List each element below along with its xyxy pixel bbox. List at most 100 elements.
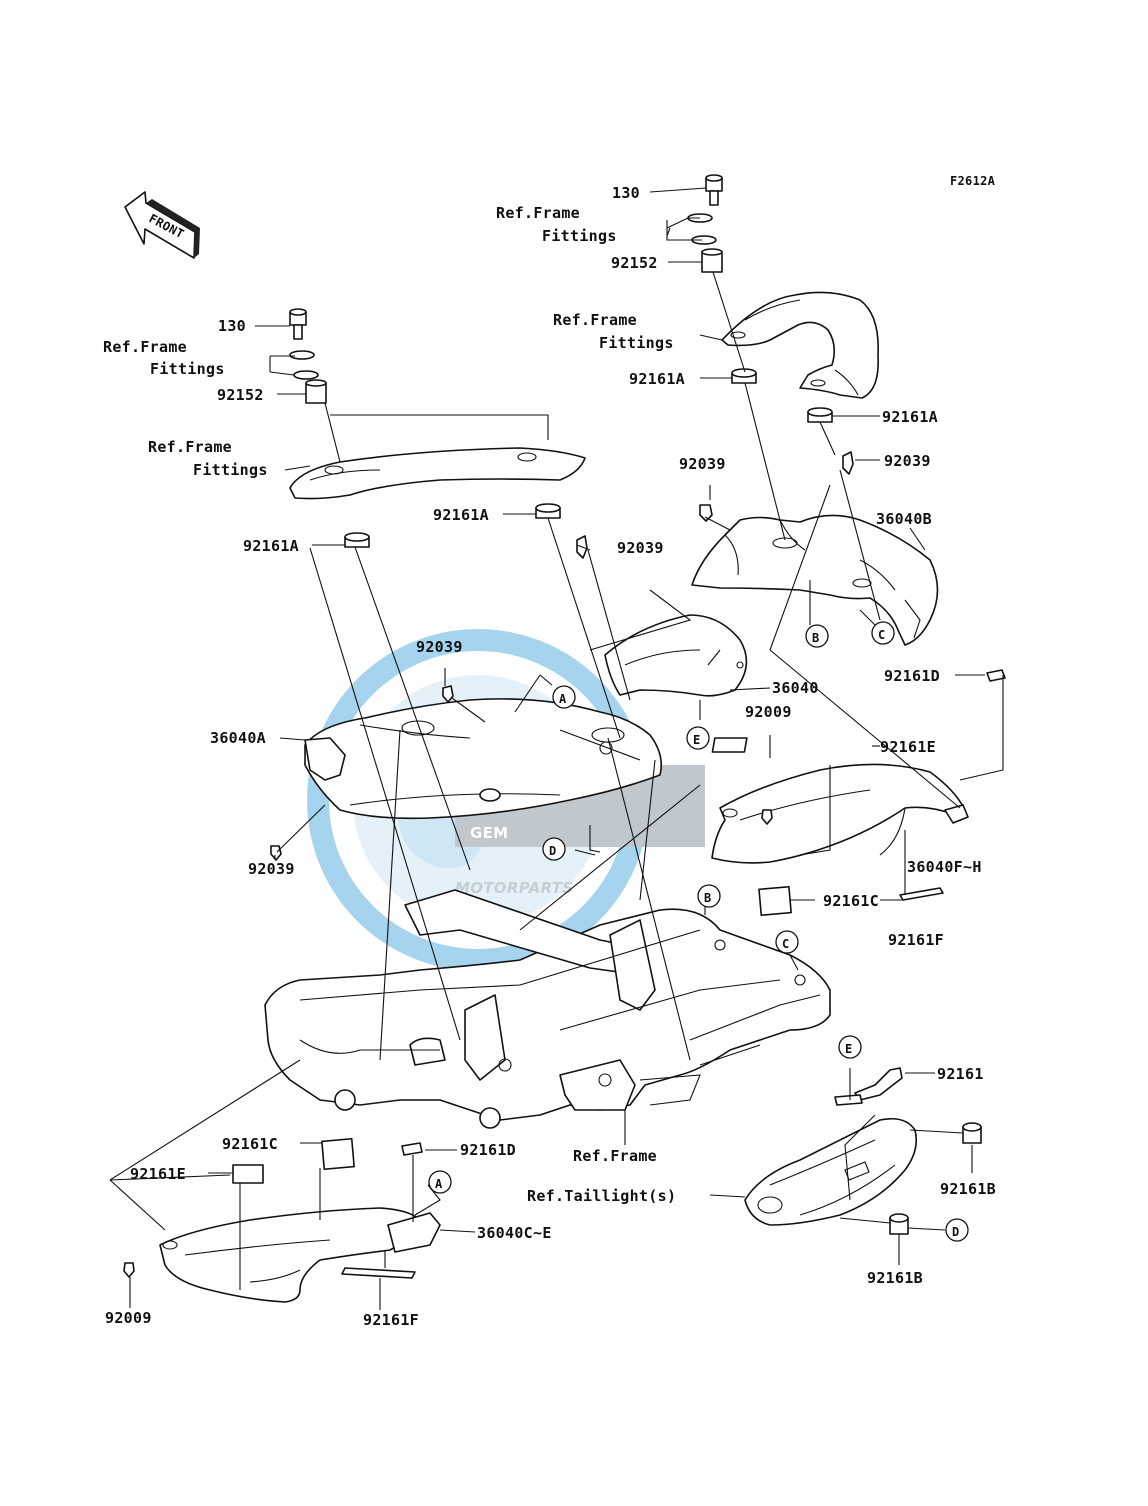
label-ref-frame: Ref.Frame	[148, 438, 232, 456]
label-fittings: Fittings	[193, 461, 268, 479]
label-36040a: 36040A	[210, 729, 266, 747]
label-fittings: Fittings	[599, 334, 674, 352]
svg-text:B: B	[812, 631, 820, 645]
washer-icon	[289, 350, 315, 360]
grommet-92161b-1[interactable]	[962, 1122, 982, 1144]
callout-b-2: B	[697, 884, 721, 908]
bolt-130-left[interactable]	[289, 308, 307, 340]
label-92161d: 92161D	[884, 667, 940, 685]
svg-text:D: D	[549, 844, 557, 858]
sticker-92161d-icon	[401, 1142, 423, 1156]
sticker-92161e-icon	[232, 1164, 264, 1184]
rear-frame	[264, 889, 831, 1129]
grommet-92161a-right-2[interactable]	[807, 407, 833, 423]
callout-c-1: C	[871, 621, 895, 645]
svg-text:A: A	[435, 1177, 443, 1191]
screw-92009-icon[interactable]	[123, 1262, 135, 1278]
label-92161a: 92161A	[243, 537, 299, 555]
label-92039: 92039	[248, 860, 295, 878]
diagram-code: F2612A	[950, 174, 996, 188]
svg-text:B: B	[704, 891, 712, 905]
label-ref-frame: Ref.Frame	[496, 204, 580, 222]
clip-92039-icon[interactable]	[842, 451, 854, 475]
label-36040b: 36040B	[876, 510, 932, 528]
clip-92039-icon[interactable]	[442, 685, 454, 703]
label-92161f: 92161F	[363, 1311, 419, 1329]
grab-rail-left[interactable]	[289, 447, 586, 500]
front-arrow-icon: FRONT	[124, 191, 200, 259]
label-fittings: Fittings	[150, 360, 225, 378]
label-130-right: 130	[612, 184, 640, 202]
label-ref-frame: Ref.Frame	[103, 338, 187, 356]
label-92161a: 92161A	[433, 506, 489, 524]
watermark-subtitle: MOTORPARTS	[455, 879, 573, 897]
callout-d-1: D	[542, 837, 566, 861]
callout-e-1: E	[686, 726, 710, 750]
grommet-92161a-right-1[interactable]	[731, 368, 757, 384]
label-92039: 92039	[617, 539, 664, 557]
label-92161b: 92161B	[867, 1269, 923, 1287]
label-92161c: 92161C	[222, 1135, 278, 1153]
label-92009: 92009	[745, 703, 792, 721]
callout-c-2: C	[775, 930, 799, 954]
sticker-92161c-icon	[321, 1137, 355, 1171]
screw-92009-icon[interactable]	[761, 809, 773, 825]
label-92152: 92152	[611, 254, 658, 272]
label-36040: 36040	[772, 679, 819, 697]
collar-92152-right[interactable]	[701, 248, 723, 273]
label-92161: 92161	[937, 1065, 984, 1083]
callout-d-2: D	[945, 1218, 969, 1242]
callout-b-1: B	[805, 624, 829, 648]
label-92161b: 92161B	[940, 1180, 996, 1198]
label-92152: 92152	[217, 386, 264, 404]
svg-text:C: C	[782, 937, 790, 951]
part-labels: 130 Ref.Frame Fittings 92152 Ref.Frame F…	[103, 184, 996, 1329]
label-ref-frame: Ref.Frame	[573, 1147, 657, 1165]
label-92161c: 92161C	[823, 892, 879, 910]
clip-92039-icon[interactable]	[699, 504, 713, 522]
svg-text:D: D	[952, 1225, 960, 1239]
label-92039: 92039	[884, 452, 931, 470]
label-92161d: 92161D	[460, 1141, 516, 1159]
svg-text:A: A	[559, 692, 567, 706]
cover-36040[interactable]	[604, 614, 748, 697]
taillight-mount[interactable]	[744, 1117, 918, 1226]
callout-a-2: A	[428, 1170, 452, 1194]
grommet-92161a-left-1[interactable]	[344, 532, 370, 548]
grommet-92161b-2[interactable]	[889, 1213, 909, 1235]
side-cover-36040fh[interactable]	[711, 763, 969, 864]
sticker-92161c-icon	[758, 885, 792, 917]
svg-text:E: E	[845, 1042, 853, 1056]
label-92161f: 92161F	[888, 931, 944, 949]
strip-92161f-icon	[341, 1267, 416, 1279]
bolt-130-right[interactable]	[705, 174, 723, 206]
label-fittings: Fittings	[542, 227, 617, 245]
label-ref-taillight: Ref.Taillight(s)	[527, 1187, 676, 1205]
sticker-92161d-icon	[986, 669, 1006, 682]
grab-rail-right[interactable]	[721, 291, 879, 399]
bracket-92161-icon[interactable]	[854, 1067, 903, 1101]
callout-e-2: E	[838, 1035, 862, 1059]
watermark-logo: GEM	[470, 824, 508, 842]
leader-lines	[109, 187, 1004, 1310]
label-36040fh: 36040F~H	[907, 858, 982, 876]
label-36040ce: 36040C~E	[477, 1224, 552, 1242]
grommet-92161a-left-2[interactable]	[535, 503, 561, 519]
label-ref-frame: Ref.Frame	[553, 311, 637, 329]
label-92039: 92039	[416, 638, 463, 656]
label-92161e: 92161E	[880, 738, 936, 756]
sticker-92161e-icon	[711, 737, 748, 753]
strip-92161f-icon	[899, 887, 944, 901]
label-92039: 92039	[679, 455, 726, 473]
seat-cowl-36040a[interactable]	[304, 698, 663, 820]
clip-92039-icon[interactable]	[270, 845, 282, 861]
side-cover-36040ce[interactable]	[159, 1207, 441, 1303]
washer-icon	[293, 370, 319, 380]
label-92009: 92009	[105, 1309, 152, 1327]
svg-text:C: C	[878, 628, 886, 642]
label-92161a: 92161A	[629, 370, 685, 388]
label-92161a: 92161A	[882, 408, 938, 426]
collar-92152-left[interactable]	[305, 379, 327, 404]
